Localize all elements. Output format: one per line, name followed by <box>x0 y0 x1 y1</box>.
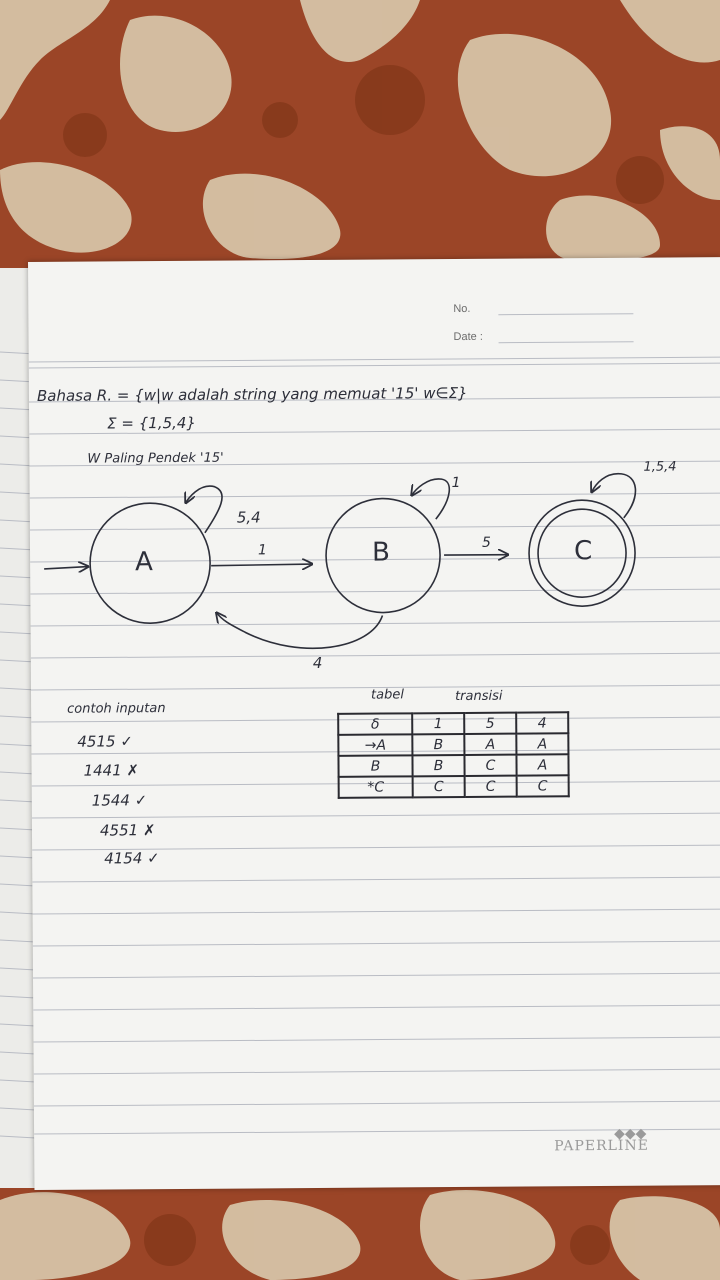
state-b-label: B <box>371 537 390 568</box>
loop-c <box>591 472 637 519</box>
transition-table: δ 1 5 4 →A B A A B B C A *C C C C <box>337 711 570 799</box>
brand-name: PAPERLINE <box>554 1137 649 1155</box>
loop-a-label: 5,4 <box>236 508 261 527</box>
table-cell: *C <box>338 776 413 798</box>
table-header-cell: 5 <box>464 712 517 734</box>
state-a-circle <box>89 502 211 624</box>
table-row: B B C A <box>338 754 569 777</box>
table-row: *C C C C <box>338 775 569 798</box>
table-cell: B <box>412 754 465 777</box>
edge-a-b-label: 1 <box>257 542 267 559</box>
start-arrow <box>44 567 88 569</box>
state-diagram <box>44 472 637 650</box>
edge-b-c-label: 5 <box>481 534 491 551</box>
loop-b <box>412 478 450 520</box>
state-a-label: A <box>134 547 153 578</box>
table-title-right: transisi <box>454 688 503 705</box>
left-page-lines <box>0 351 36 1139</box>
table-title-left: tabel <box>370 687 405 703</box>
table-cell: A <box>516 733 569 755</box>
example-item: 4515 ✓ <box>77 732 133 751</box>
loop-c-label: 1,5,4 <box>643 459 677 475</box>
example-item: 1544 ✓ <box>91 791 148 810</box>
table-cell: A <box>464 733 517 755</box>
state-c-outer-circle <box>528 499 636 607</box>
table-cell: C <box>412 775 465 798</box>
table-cell: C <box>464 775 517 797</box>
notebook-page: No. Date : Bahasa R. = {w|w adalah strin… <box>28 257 720 1190</box>
table-cell: →A <box>338 734 413 756</box>
table-cell: C <box>464 754 517 776</box>
edge-a-b <box>211 564 312 566</box>
example-item: 1441 ✗ <box>83 761 140 780</box>
loop-a <box>186 485 223 534</box>
table-header-cell: 4 <box>516 712 569 734</box>
table-header-row: δ 1 5 4 <box>338 712 569 735</box>
table-cell: A <box>516 754 569 776</box>
example-item: 4154 ✓ <box>104 849 160 868</box>
table-cell: B <box>338 755 413 777</box>
table-header-cell: 1 <box>412 712 465 735</box>
example-item: 4551 ✗ <box>99 821 156 840</box>
table-cell: C <box>516 775 569 797</box>
ruled-lines <box>28 313 720 1135</box>
examples-title: contoh inputan <box>67 701 166 717</box>
loop-b-label: 1 <box>451 474 461 492</box>
edge-b-a <box>216 612 384 650</box>
state-c-label: C <box>573 536 593 567</box>
state-c-inner-circle <box>537 508 627 598</box>
table-cell: B <box>412 733 465 756</box>
state-b-circle <box>325 497 441 614</box>
table-row: →A B A A <box>338 733 569 756</box>
table-header-cell: δ <box>338 713 413 735</box>
edge-b-a-label: 4 <box>312 653 323 673</box>
